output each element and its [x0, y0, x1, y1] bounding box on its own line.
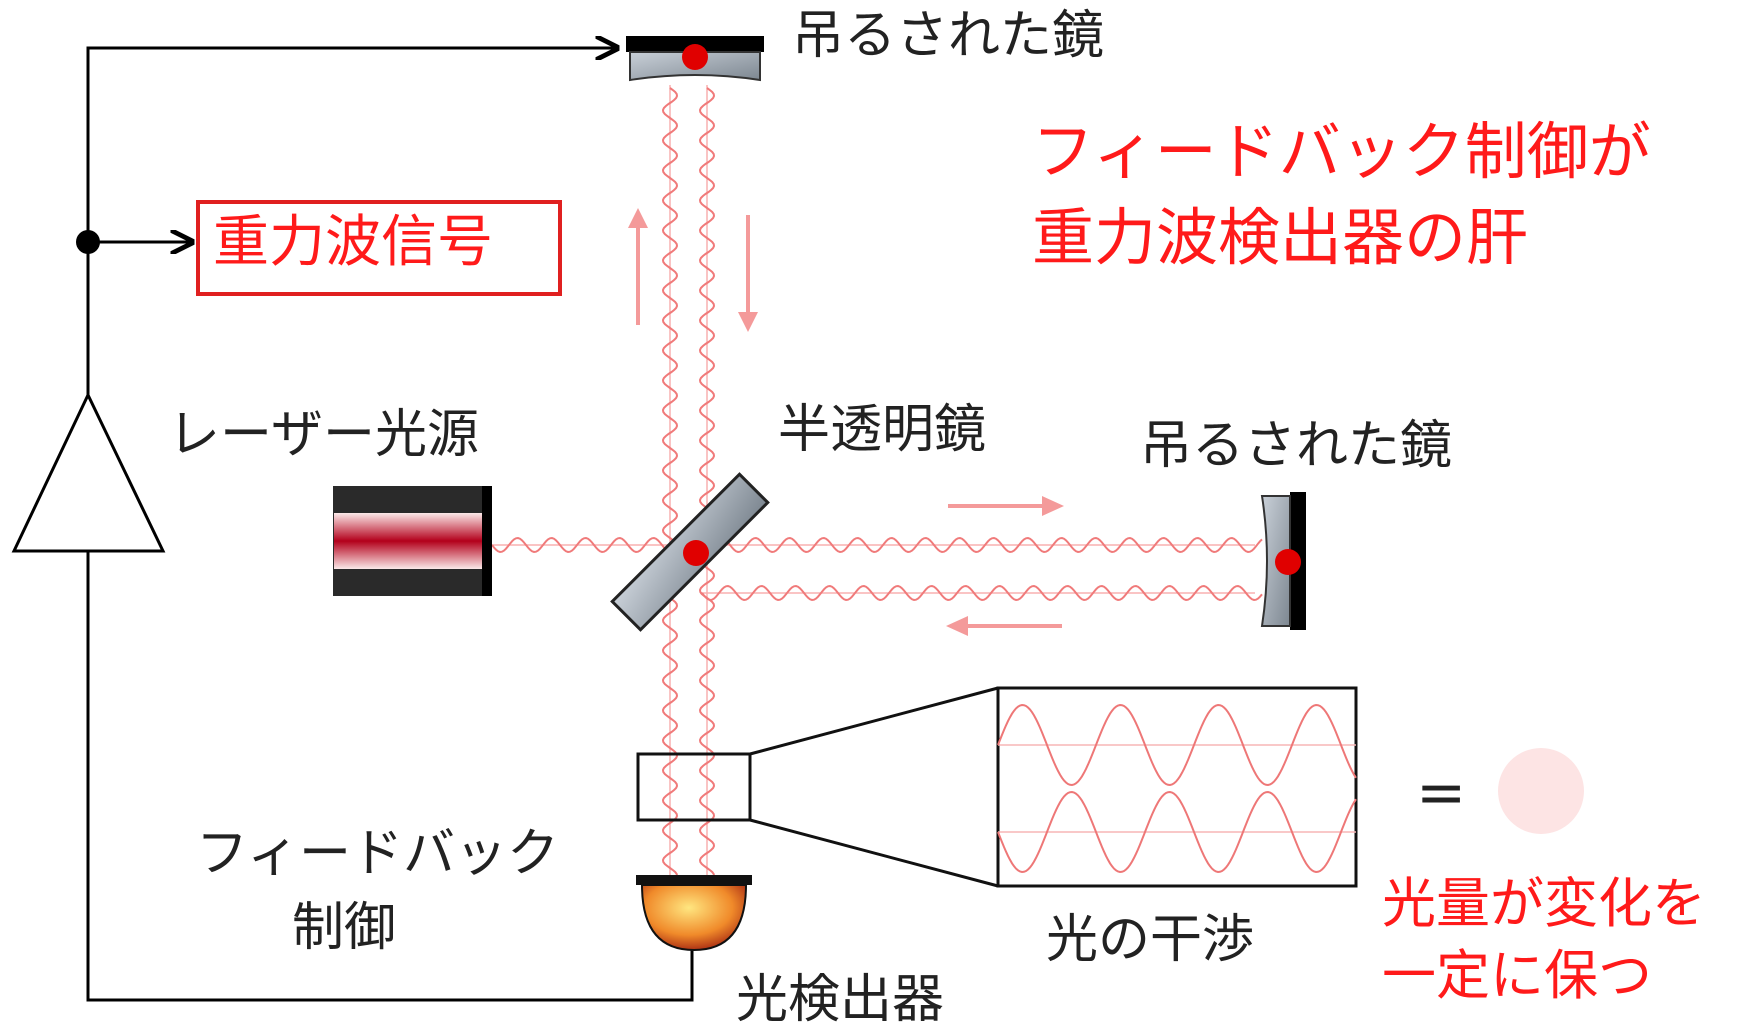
label-equals: =	[1416, 758, 1467, 828]
gw-signal-box	[196, 200, 562, 296]
result-light-dot	[1498, 748, 1584, 834]
headline-line2: 重力波検出器の肝	[1032, 201, 1529, 274]
junction-dot	[76, 230, 100, 254]
label-laser-source: レーザー光源	[168, 405, 479, 465]
label-right-mirror: 吊るされた鏡	[1140, 416, 1453, 476]
note-line2: 一定に保つ	[1382, 944, 1652, 1007]
laser-beams	[488, 85, 1263, 881]
note-line1: 光量が変化を	[1382, 872, 1706, 935]
label-interference: 光の干渉	[1046, 910, 1255, 970]
label-gw-signal: 重力波信号	[213, 210, 493, 275]
top-suspended-mirror	[626, 36, 764, 82]
label-feedback-line1: フィードバック	[196, 824, 559, 884]
photodetector	[636, 875, 752, 952]
label-photodetector: 光検出器	[736, 970, 945, 1030]
label-beam-splitter: 半透明鏡	[778, 400, 987, 460]
mirror-spot	[682, 44, 708, 70]
feedback-loop	[11, 48, 694, 1002]
interference-zoom	[636, 686, 1358, 888]
label-top-mirror: 吊るされた鏡	[792, 6, 1105, 66]
amplifier-triangle	[11, 391, 166, 553]
label-feedback-line2: 制御	[292, 898, 397, 958]
beam-splitter-spot	[683, 540, 709, 566]
laser-source	[333, 486, 492, 596]
right-suspended-mirror	[1260, 492, 1306, 630]
headline-line1: フィードバック制御が	[1032, 115, 1651, 188]
direction-arrows	[628, 208, 1064, 636]
mirror-spot	[1275, 549, 1301, 575]
